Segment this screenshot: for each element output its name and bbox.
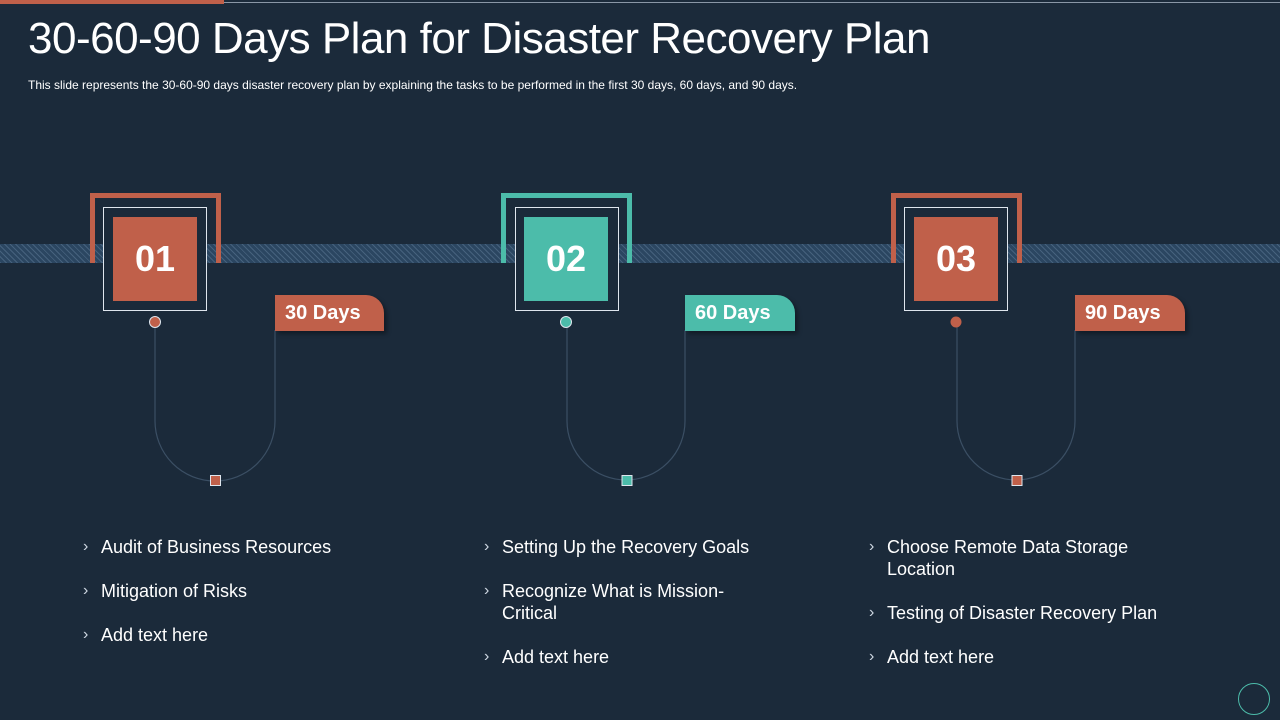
phase-1-number-box: 01 — [113, 217, 197, 301]
phase-3-number-box: 03 — [914, 217, 998, 301]
list-item: ›Choose Remote Data Storage Location — [869, 537, 1129, 579]
phase-2-dot — [560, 316, 572, 328]
list-item: ›Audit of Business Resources — [83, 537, 332, 557]
chevron-right-icon: › — [869, 648, 875, 665]
list-item: ›Recognize What is Mission-Critical — [484, 581, 725, 623]
chevron-right-icon: › — [83, 582, 89, 599]
chevron-right-icon: › — [484, 538, 490, 555]
list-item: ›Testing of Disaster Recovery Plan — [869, 603, 1158, 623]
list-item: ›Add text here — [869, 647, 995, 667]
chevron-right-icon: › — [869, 604, 875, 621]
phase-1-task-list: ›Audit of Business Resources ›Mitigation… — [83, 536, 403, 668]
phase-3-dot — [950, 316, 962, 328]
phase-3-days-badge: 90 Days — [1075, 295, 1185, 331]
phase-1-connector — [149, 316, 276, 486]
corner-circle-decoration — [1238, 683, 1270, 715]
chevron-right-icon: › — [484, 648, 490, 665]
phase-3-task-list: ›Choose Remote Data Storage Location ›Te… — [869, 536, 1169, 690]
chevron-right-icon: › — [83, 626, 89, 643]
phase-1-days-badge: 30 Days — [275, 295, 384, 331]
phase-2-days-badge: 60 Days — [685, 295, 795, 331]
list-item: ›Add text here — [484, 647, 610, 667]
slide-title: 30-60-90 Days Plan for Disaster Recovery… — [28, 14, 930, 63]
top-divider-line — [224, 2, 1280, 3]
phase-2-square-marker — [621, 475, 633, 486]
phase-3-bracket — [891, 193, 1022, 263]
phase-2-number-box: 02 — [524, 217, 608, 301]
slide-subtitle: This slide represents the 30-60-90 days … — [28, 78, 798, 92]
chevron-right-icon: › — [484, 582, 490, 599]
phase-3-connector — [950, 316, 1076, 486]
list-item: ›Mitigation of Risks — [83, 581, 248, 601]
phase-2-bracket — [501, 193, 632, 263]
phase-3-square-marker — [1011, 475, 1023, 486]
chevron-right-icon: › — [869, 538, 875, 555]
list-item: ›Setting Up the Recovery Goals — [484, 537, 750, 557]
phase-1-dot — [149, 316, 161, 328]
phase-1-bracket — [90, 193, 221, 263]
top-accent-bar — [0, 0, 224, 4]
phase-2-connector — [560, 316, 686, 486]
phase-1-square-marker — [210, 475, 221, 486]
list-item: ›Add text here — [83, 625, 209, 645]
chevron-right-icon: › — [83, 538, 89, 555]
phase-2-task-list: ›Setting Up the Recovery Goals ›Recogniz… — [484, 536, 764, 690]
